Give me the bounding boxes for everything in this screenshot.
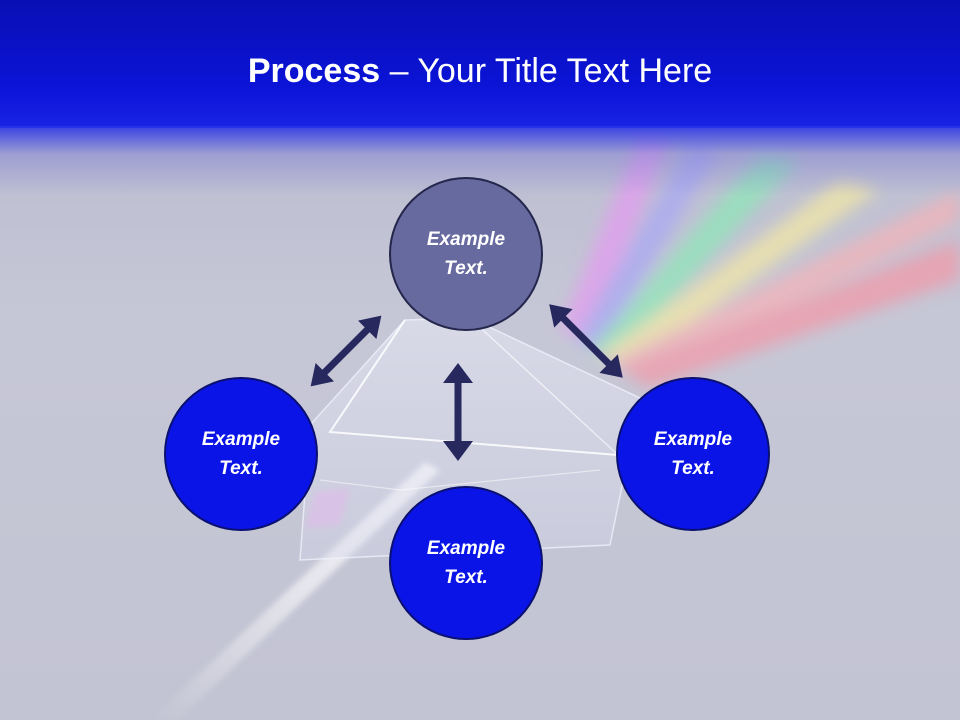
node-top-line1: Example [426,229,506,250]
process-node-left: Example Text. [164,377,318,531]
node-right-line1: Example [653,429,733,450]
process-node-bottom: Example Text. [389,486,543,640]
arrow-top-left [310,315,382,387]
process-node-top: Example Text. [389,177,543,331]
connector-arrows [310,304,623,461]
node-bottom-line1: Example [426,538,506,559]
arrow-top-right [549,304,623,378]
process-node-right: Example Text. [616,377,770,531]
node-right-line2: Text. [671,458,715,479]
node-left-line1: Example [201,429,281,450]
arrow-top-bottom [443,363,473,461]
rainbow-spectrum [560,135,960,388]
node-top-line2: Text. [444,258,488,279]
node-left-line2: Text. [219,458,263,479]
slide-title: Process – Your Title Text Here [0,52,960,91]
title-bold: Process [247,52,381,90]
title-bar [0,0,960,128]
node-bottom-line2: Text. [444,567,488,588]
title-rest: – Your Title Text Here [380,52,713,90]
